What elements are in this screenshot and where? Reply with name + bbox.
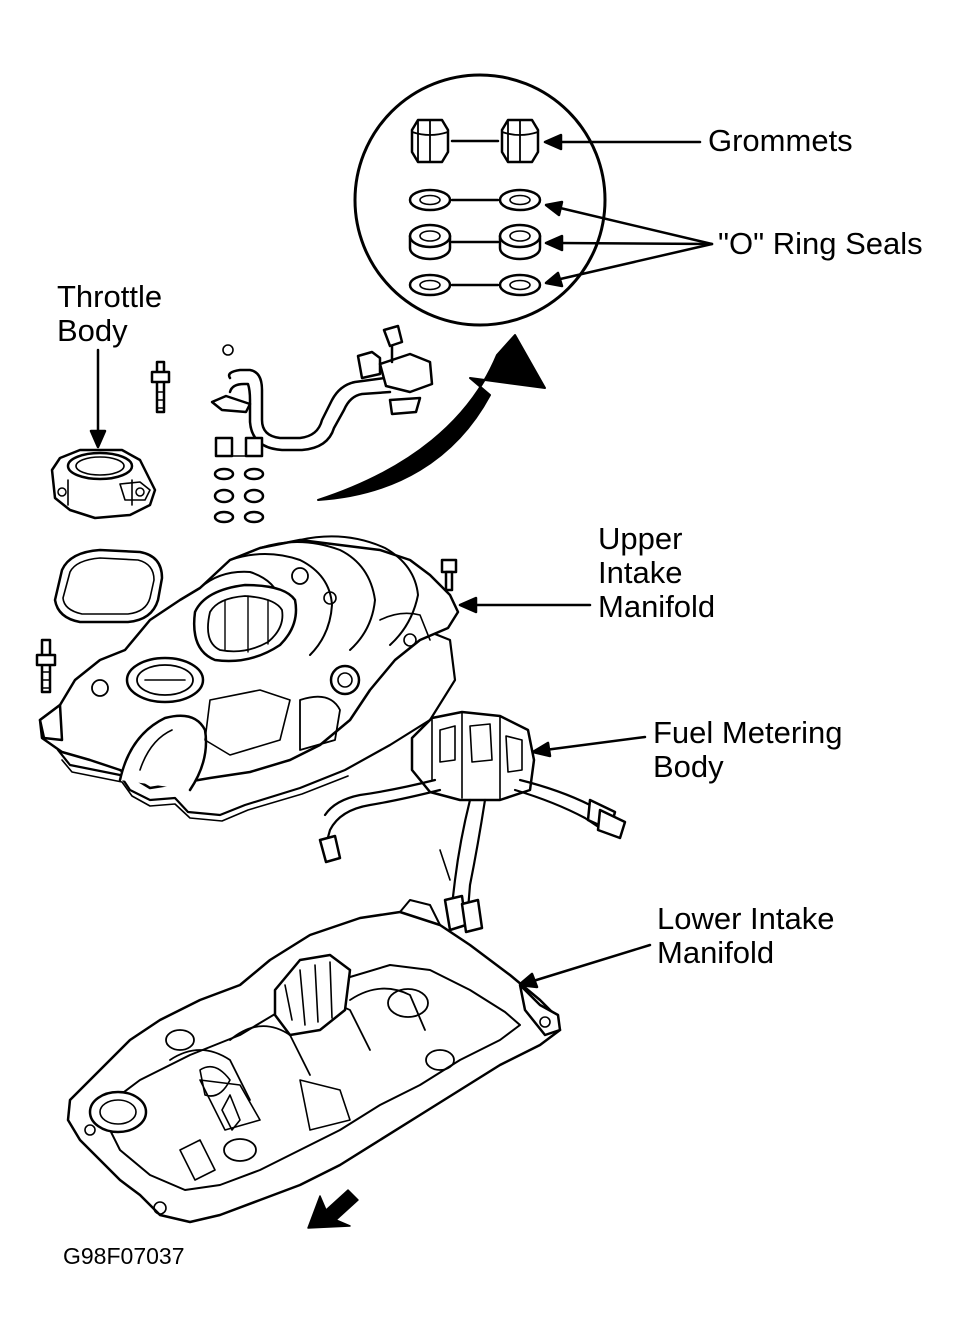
throttle-body-label-line2: Body xyxy=(57,313,128,348)
upper-intake-label-line2: Intake xyxy=(598,555,683,590)
upper-intake-manifold-label: Upper Intake Manifold xyxy=(598,522,715,624)
lower-intake-manifold-part xyxy=(66,899,562,1224)
grommets-label: Grommets xyxy=(708,123,853,158)
o-ring-pair-1 xyxy=(408,188,542,212)
o-ring-seals-label: "O" Ring Seals xyxy=(718,226,923,261)
upper-intake-label-line3: Manifold xyxy=(598,589,716,624)
leader-lines xyxy=(89,133,714,989)
figure-code: G98F07037 xyxy=(63,1243,185,1269)
o-ring-pair-3 xyxy=(408,273,542,297)
front-direction-arrow xyxy=(307,1189,359,1229)
lower-intake-label-line1: Lower Intake xyxy=(657,901,835,936)
o-ring-pair-2 xyxy=(408,223,542,261)
upper-intake-manifold-part xyxy=(35,535,460,822)
throttle-body-gasket xyxy=(53,548,164,624)
upper-intake-label-line1: Upper xyxy=(598,521,683,556)
throttle-body-part xyxy=(50,360,171,520)
fuel-metering-body-label: Fuel Metering Body xyxy=(653,716,843,784)
fuel-metering-body-part xyxy=(318,710,627,934)
detail-curved-arrow xyxy=(317,334,546,501)
fuel-supply-tube xyxy=(210,324,434,524)
grommet-right xyxy=(500,118,540,164)
lower-intake-label-line2: Manifold xyxy=(657,935,775,970)
fuel-metering-label-line1: Fuel Metering xyxy=(653,715,843,750)
throttle-body-label-line1: Throttle xyxy=(57,279,163,314)
detail-circle xyxy=(353,73,607,327)
small-seal-stack xyxy=(213,436,265,524)
lower-intake-manifold-label: Lower Intake Manifold xyxy=(657,902,835,970)
grommet-left xyxy=(410,118,450,164)
fuel-metering-label-line2: Body xyxy=(653,749,724,784)
throttle-body-label: Throttle Body xyxy=(57,280,162,348)
